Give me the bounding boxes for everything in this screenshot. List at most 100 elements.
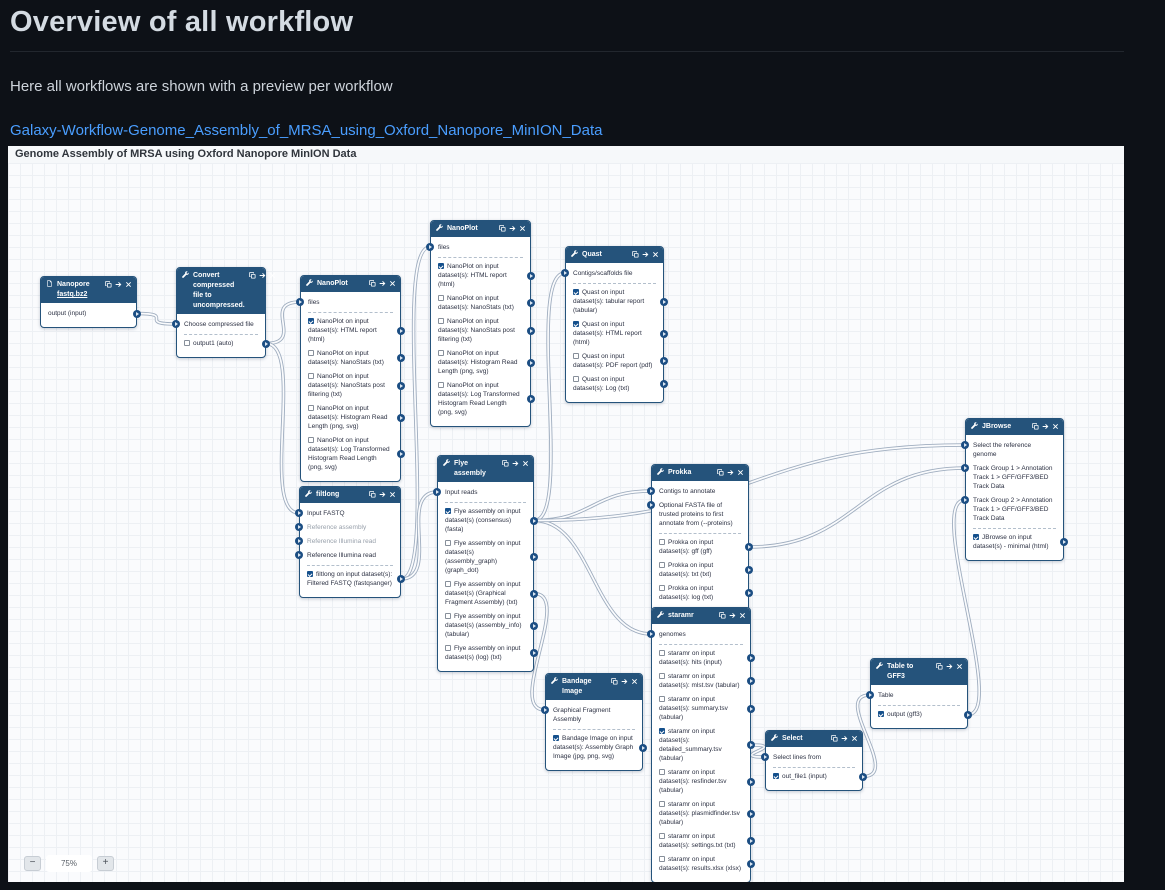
- duplicate-icon[interactable]: [369, 491, 376, 498]
- output-checkbox[interactable]: [659, 539, 665, 545]
- arrow-right-icon[interactable]: [379, 280, 386, 287]
- input-terminal[interactable]: [647, 630, 655, 638]
- close-icon[interactable]: [631, 678, 638, 685]
- duplicate-icon[interactable]: [248, 272, 256, 279]
- output-checkbox[interactable]: [659, 833, 665, 839]
- duplicate-icon[interactable]: [831, 735, 838, 742]
- output-checkbox[interactable]: [438, 263, 444, 269]
- workflow-link[interactable]: Galaxy-Workflow-Genome_Assembly_of_MRSA_…: [10, 122, 603, 139]
- output-terminal[interactable]: [530, 516, 538, 525]
- output-terminal[interactable]: [397, 354, 405, 362]
- input-terminal[interactable]: [561, 269, 569, 277]
- output-checkbox[interactable]: [445, 645, 451, 651]
- input-terminal[interactable]: [296, 298, 304, 306]
- node-header[interactable]: NanoPlot: [301, 276, 400, 292]
- duplicate-icon[interactable]: [632, 251, 639, 258]
- duplicate-icon[interactable]: [502, 460, 509, 467]
- node-header[interactable]: filtlong: [300, 487, 400, 503]
- input-terminal[interactable]: [961, 441, 969, 449]
- output-terminal[interactable]: [397, 413, 405, 422]
- duplicate-icon[interactable]: [369, 280, 376, 287]
- duplicate-icon[interactable]: [1032, 423, 1039, 430]
- workflow-node-convert[interactable]: Convert compressed file to uncompressed.…: [172, 267, 275, 358]
- output-checkbox[interactable]: [573, 289, 579, 295]
- output-checkbox[interactable]: [438, 382, 444, 388]
- output-terminal[interactable]: [397, 450, 405, 458]
- input-terminal[interactable]: [295, 551, 303, 559]
- node-header[interactable]: Table to GFF3: [871, 659, 967, 685]
- close-icon[interactable]: [737, 469, 744, 476]
- input-terminal[interactable]: [541, 706, 549, 714]
- output-terminal[interactable]: [397, 381, 405, 390]
- output-terminal[interactable]: [660, 380, 668, 388]
- node-header[interactable]: Convert compressed file to uncompressed.: [177, 268, 275, 314]
- output-terminal[interactable]: [530, 621, 538, 630]
- input-terminal[interactable]: [426, 243, 434, 251]
- output-terminal[interactable]: [530, 649, 538, 657]
- close-icon[interactable]: [125, 281, 132, 288]
- output-checkbox[interactable]: [308, 405, 314, 411]
- arrow-right-icon[interactable]: [115, 281, 122, 288]
- output-terminal[interactable]: [747, 677, 755, 685]
- node-header[interactable]: Select: [766, 731, 862, 747]
- output-checkbox[interactable]: [308, 373, 314, 379]
- arrow-right-icon[interactable]: [259, 272, 266, 279]
- node-header[interactable]: JBrowse: [966, 419, 1063, 435]
- output-terminal[interactable]: [747, 654, 755, 662]
- output-checkbox[interactable]: [659, 769, 665, 775]
- duplicate-icon[interactable]: [936, 663, 943, 670]
- output-terminal[interactable]: [747, 777, 755, 786]
- input-terminal[interactable]: [961, 496, 969, 504]
- output-checkbox[interactable]: [445, 581, 451, 587]
- output-checkbox[interactable]: [659, 696, 665, 702]
- output-checkbox[interactable]: [553, 735, 559, 741]
- duplicate-icon[interactable]: [717, 469, 724, 476]
- close-icon[interactable]: [652, 251, 659, 258]
- output-terminal[interactable]: [133, 309, 141, 318]
- output-terminal[interactable]: [747, 704, 755, 713]
- output-checkbox[interactable]: [659, 562, 665, 568]
- duplicate-icon[interactable]: [719, 612, 726, 619]
- arrow-right-icon[interactable]: [727, 469, 734, 476]
- output-checkbox[interactable]: [573, 376, 579, 382]
- output-checkbox[interactable]: [438, 350, 444, 356]
- close-icon[interactable]: [389, 491, 396, 498]
- output-checkbox[interactable]: [573, 353, 579, 359]
- arrow-right-icon[interactable]: [729, 612, 736, 619]
- input-terminal[interactable]: [647, 501, 655, 509]
- zoom-in-button[interactable]: +: [97, 856, 114, 871]
- output-checkbox[interactable]: [308, 350, 314, 356]
- arrow-right-icon[interactable]: [1042, 423, 1049, 430]
- node-header[interactable]: Bandage Image: [546, 674, 642, 700]
- output-terminal[interactable]: [527, 326, 535, 335]
- output-checkbox[interactable]: [308, 318, 314, 324]
- input-terminal[interactable]: [761, 753, 769, 761]
- output-checkbox[interactable]: [438, 295, 444, 301]
- output-terminal[interactable]: [745, 543, 753, 551]
- close-icon[interactable]: [956, 663, 963, 670]
- output-checkbox[interactable]: [308, 437, 314, 443]
- output-terminal[interactable]: [527, 299, 535, 307]
- close-icon[interactable]: [519, 225, 526, 232]
- close-icon[interactable]: [1052, 423, 1059, 430]
- output-terminal[interactable]: [745, 566, 753, 574]
- output-terminal[interactable]: [747, 837, 755, 845]
- close-icon[interactable]: [389, 280, 396, 287]
- output-terminal[interactable]: [745, 589, 753, 597]
- input-terminal[interactable]: [172, 320, 180, 328]
- output-checkbox[interactable]: [445, 613, 451, 619]
- arrow-right-icon[interactable]: [621, 678, 628, 685]
- output-terminal[interactable]: [397, 326, 405, 335]
- close-icon[interactable]: [851, 735, 858, 742]
- output-terminal[interactable]: [1060, 538, 1068, 546]
- output-checkbox[interactable]: [184, 340, 190, 346]
- zoom-out-button[interactable]: −: [24, 856, 41, 871]
- input-terminal[interactable]: [295, 509, 303, 517]
